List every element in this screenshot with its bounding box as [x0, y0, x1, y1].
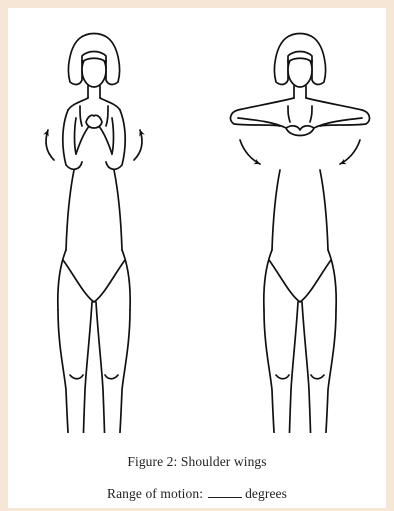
figure-elbows-raised: [231, 34, 370, 434]
range-unit: degrees: [245, 486, 287, 501]
figure-caption: Figure 2: Shoulder wings: [8, 454, 386, 470]
range-label: Range of motion:: [107, 486, 203, 501]
range-of-motion-line: Range of motion: degrees: [8, 486, 386, 502]
range-blank: [208, 496, 242, 498]
figure-arms-down: [43, 34, 145, 434]
figure-panel: Figure 2: Shoulder wings Range of motion…: [8, 8, 386, 508]
shoulder-wings-illustration: [8, 8, 386, 433]
